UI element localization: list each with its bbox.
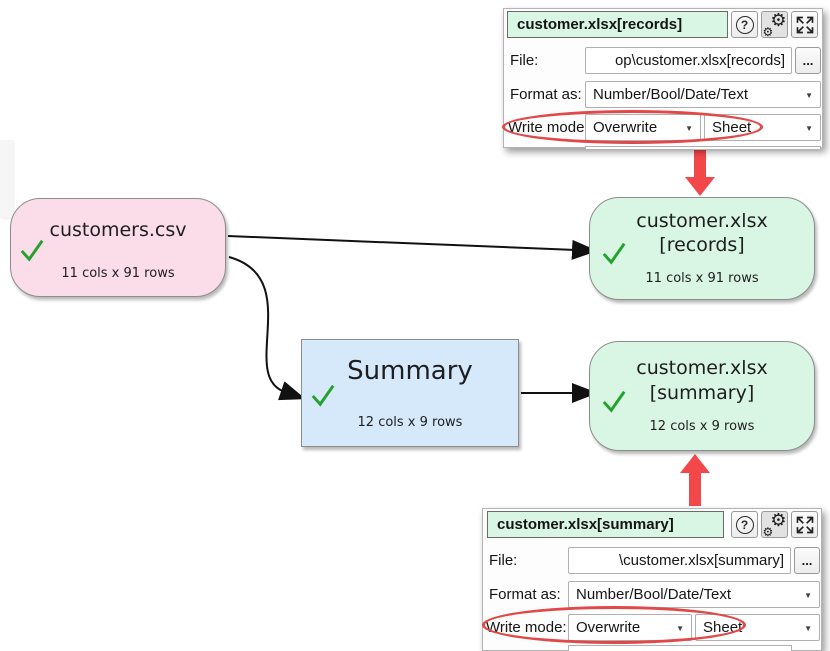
- gear-icon: ⚙ ⚙: [762, 509, 787, 539]
- node-customers-csv[interactable]: customers.csv 11 cols x 91 rows: [10, 198, 226, 297]
- success-check-icon: [602, 242, 626, 265]
- file-label: File:: [510, 52, 539, 69]
- node-summary-output[interactable]: customer.xlsx [summary] 12 cols x 9 rows: [589, 341, 815, 451]
- format-as-label: Format as:: [510, 86, 582, 103]
- browse-button[interactable]: ...: [794, 547, 820, 574]
- help-button[interactable]: ?: [731, 511, 758, 538]
- connector-source-to-summary: [228, 256, 306, 401]
- expand-button[interactable]: [791, 511, 818, 538]
- panel-title: customer.xlsx[records]: [507, 11, 728, 38]
- write-mode-select[interactable]: Overwrite ▼: [585, 114, 701, 141]
- write-mode-value: Overwrite: [593, 119, 658, 136]
- node-size-text: 12 cols x 9 rows: [649, 419, 755, 434]
- node-label: customers.csv: [49, 219, 187, 241]
- format-as-value: Number/Bool/Date/Text: [593, 86, 749, 103]
- node-records-output[interactable]: customer.xlsx [records] 11 cols x 91 row…: [589, 197, 815, 300]
- chevron-down-icon: ▼: [805, 91, 813, 100]
- success-check-icon: [311, 384, 335, 407]
- file-input[interactable]: \customer.xlsx[summary]: [568, 547, 791, 574]
- expand-arrows-icon: [796, 516, 813, 533]
- settings-button[interactable]: ⚙ ⚙: [761, 509, 788, 539]
- write-mode-select[interactable]: Overwrite ▼: [568, 614, 692, 641]
- chevron-down-icon: ▼: [804, 591, 812, 600]
- node-label: Summary: [347, 356, 473, 386]
- write-target-value: Sheet: [712, 119, 752, 136]
- chevron-down-icon: ▼: [804, 624, 812, 633]
- clipped-row: [585, 146, 821, 149]
- format-as-select[interactable]: Number/Bool/Date/Text ▼: [568, 581, 820, 608]
- node-label-line1: customer.xlsx: [636, 357, 768, 379]
- panel-summary-settings: customer.xlsx[summary] ? ⚙ ⚙ File: \cust…: [482, 508, 822, 651]
- node-size-text: 11 cols x 91 rows: [645, 271, 759, 286]
- browse-button[interactable]: ...: [795, 47, 821, 74]
- write-mode-label: Write mode:: [508, 119, 589, 136]
- write-mode-label: Write mode:: [486, 619, 567, 636]
- screen-edge-artifact: [0, 140, 13, 218]
- chevron-down-icon: ▼: [676, 624, 684, 633]
- node-size-text: 12 cols x 9 rows: [357, 415, 463, 430]
- gear-icon: ⚙ ⚙: [762, 9, 787, 39]
- node-label-line2: [records]: [659, 234, 745, 256]
- format-as-select[interactable]: Number/Bool/Date/Text ▼: [585, 81, 821, 108]
- clipped-row: [568, 645, 792, 651]
- annotation-arrow-up-icon: [680, 454, 710, 506]
- connector-source-to-records: [227, 235, 598, 260]
- format-as-value: Number/Bool/Date/Text: [576, 586, 732, 603]
- success-check-icon: [602, 390, 626, 413]
- settings-button[interactable]: ⚙ ⚙: [761, 9, 788, 39]
- help-button[interactable]: ?: [731, 11, 758, 38]
- file-path-value: op\customer.xlsx[records]: [614, 52, 785, 69]
- success-check-icon: [20, 239, 44, 262]
- write-target-value: Sheet: [703, 619, 743, 636]
- panel-records-settings: customer.xlsx[records] ? ⚙ ⚙ File: op\cu…: [503, 8, 823, 149]
- chevron-down-icon: ▼: [805, 124, 813, 133]
- node-label-line1: customer.xlsx: [636, 210, 768, 232]
- question-icon: ?: [735, 15, 754, 34]
- question-icon: ?: [735, 515, 754, 534]
- format-as-label: Format as:: [489, 586, 561, 603]
- expand-arrows-icon: [796, 16, 813, 33]
- expand-button[interactable]: [791, 11, 818, 38]
- file-path-value: \customer.xlsx[summary]: [618, 552, 784, 569]
- write-target-select[interactable]: Sheet ▼: [695, 614, 820, 641]
- node-summary-transform[interactable]: Summary 12 cols x 9 rows: [301, 339, 519, 447]
- file-input[interactable]: op\customer.xlsx[records]: [585, 47, 792, 74]
- node-label-line2: [summary]: [649, 382, 755, 404]
- file-label: File:: [489, 552, 518, 569]
- chevron-down-icon: ▼: [685, 124, 693, 133]
- write-mode-value: Overwrite: [576, 619, 641, 636]
- node-size-text: 11 cols x 91 rows: [61, 266, 175, 281]
- panel-title: customer.xlsx[summary]: [487, 511, 724, 538]
- write-target-select[interactable]: Sheet ▼: [704, 114, 821, 141]
- annotation-arrow-down-icon: [685, 150, 715, 196]
